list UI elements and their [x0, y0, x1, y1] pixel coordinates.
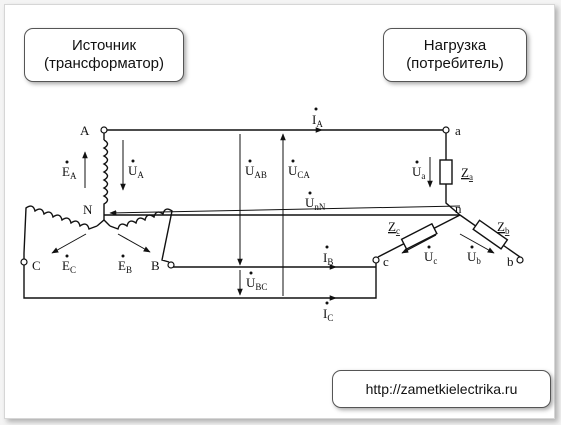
terminal-source-b [167, 261, 175, 269]
impedance-zc [400, 222, 438, 251]
label-ib: IB [323, 245, 333, 267]
label-ua: UA [128, 159, 144, 180]
source-subtitle: (трансформатор) [43, 55, 165, 72]
node-label-n-load: n [455, 201, 462, 216]
svg-text:Zc: Zc [388, 219, 400, 236]
load-title: Нагрузка [423, 37, 487, 54]
terminal-load-a [442, 126, 450, 134]
source-coil-a [102, 139, 109, 220]
node-label-b: B [151, 258, 160, 273]
svg-text:EB: EB [118, 258, 132, 275]
label-ec: EC [62, 254, 76, 275]
svg-text:UA: UA [128, 163, 144, 180]
label-ubc: UBC [246, 271, 267, 292]
svg-text:IA: IA [312, 112, 323, 129]
voltage-arrow-unn [109, 205, 461, 216]
node-label-n: N [83, 202, 93, 217]
node-label-c-load: c [383, 254, 389, 269]
svg-text:Ua: Ua [412, 164, 425, 181]
svg-text:EA: EA [62, 164, 77, 181]
terminal-load-c [372, 256, 380, 264]
load-lead-a-low [445, 184, 461, 216]
load-label-box: Нагрузка (потребитель) [383, 28, 527, 82]
impedance-za [439, 159, 453, 185]
label-uca: UCA [288, 159, 310, 180]
label-eb: EB [118, 254, 132, 275]
terminal-source-c [20, 258, 28, 266]
node-label-a-load: a [455, 123, 461, 138]
source-url: http://zametkielectrika.ru [365, 381, 518, 397]
label-zb: Zb [497, 219, 510, 236]
node-label-a: A [80, 123, 90, 138]
label-ua-load: Ua [412, 160, 425, 181]
label-zc: Zc [388, 219, 400, 236]
label-za: Za [461, 165, 473, 182]
label-uab: UAB [245, 159, 267, 180]
svg-text:UBC: UBC [246, 275, 267, 292]
terminal-source-a [100, 126, 108, 134]
emf-arrow-eb [117, 233, 151, 253]
svg-text:Uc: Uc [424, 249, 437, 266]
terminal-load-b [516, 256, 524, 264]
label-unn: UnN [305, 191, 326, 212]
source-title: Источник [71, 37, 137, 54]
label-ia: IA [312, 107, 323, 129]
svg-text:UCA: UCA [288, 163, 310, 180]
label-ea: EA [62, 160, 77, 181]
source-star-joint [96, 219, 111, 227]
source-url-box: http://zametkielectrika.ru [332, 370, 551, 408]
label-ub-load: Ub [467, 245, 481, 266]
svg-text:Ub: Ub [467, 249, 481, 266]
emf-arrow-ec [51, 233, 87, 254]
svg-text:UAB: UAB [245, 163, 267, 180]
source-label-box: Источник (трансформатор) [24, 28, 184, 82]
label-uc-load: Uc [424, 245, 437, 266]
node-label-c: C [32, 258, 41, 273]
node-label-b-load: b [507, 254, 514, 269]
svg-text:EC: EC [62, 258, 76, 275]
svg-text:Za: Za [461, 165, 473, 182]
svg-text:IB: IB [323, 250, 333, 267]
svg-text:UnN: UnN [305, 195, 326, 212]
voltage-arrow-ub-load [459, 233, 495, 254]
source-coil-b [109, 208, 173, 263]
load-subtitle: (потребитель) [406, 55, 504, 72]
svg-text:Zb: Zb [497, 219, 510, 236]
impedance-zb [472, 219, 509, 250]
line-c-wire [23, 261, 377, 299]
svg-text:IC: IC [323, 306, 333, 323]
source-coil-c [23, 205, 98, 262]
label-ic: IC [323, 301, 333, 323]
voltage-arrow-uc-load [401, 234, 437, 254]
